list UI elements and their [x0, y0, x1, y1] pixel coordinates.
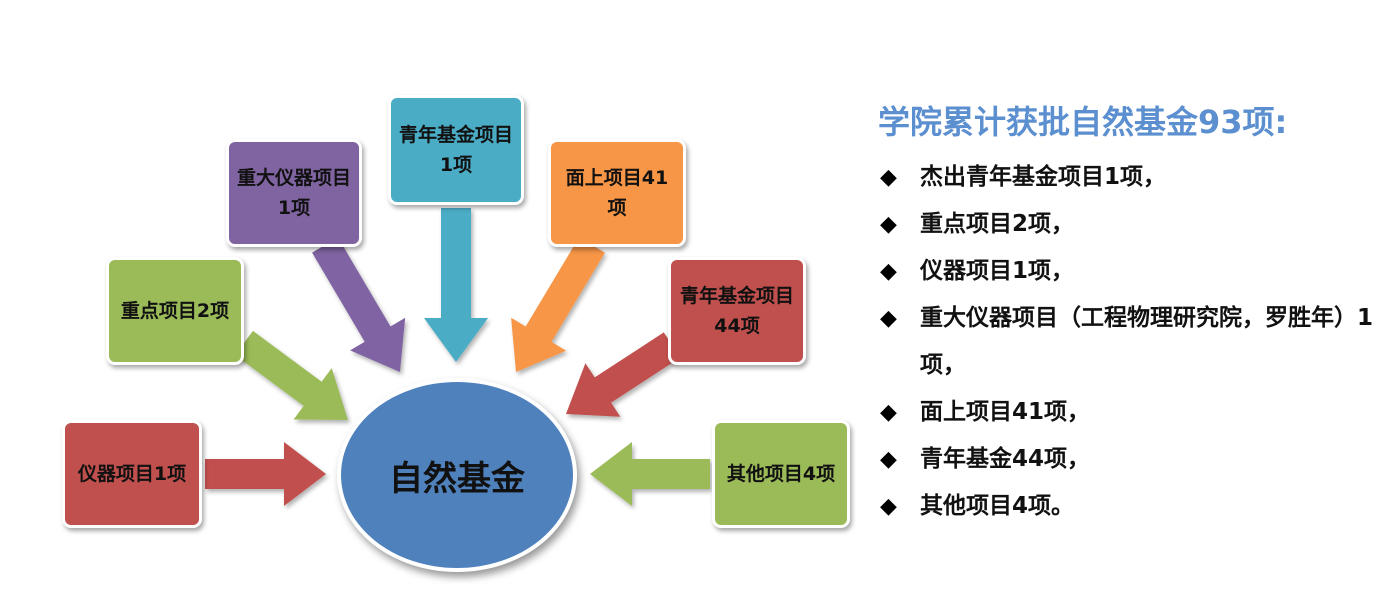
list-item: ◆重大仪器项目（工程物理研究院，罗胜年）1项， — [878, 295, 1388, 389]
box-label: 重点项目2项 — [120, 300, 230, 322]
diagram-arrows — [205, 208, 710, 506]
summary-list: ◆杰出青年基金项目1项， ◆重点项目2项， ◆仪器项目1项， ◆重大仪器项目（工… — [878, 154, 1388, 530]
box-label: 重大仪器项目1项 — [237, 167, 352, 219]
arrow-zhongda — [312, 237, 406, 372]
box-label: 仪器项目1项 — [77, 463, 187, 485]
box-label: 其他项目4项 — [726, 463, 836, 485]
box-zhongdian: 重点项目2项 — [106, 257, 244, 365]
box-label: 面上项目41项 — [565, 167, 669, 219]
box-qingnian-1: 青年基金项目1项 — [388, 95, 524, 205]
diamond-bullet-icon: ◆ — [880, 400, 897, 425]
box-label: 青年基金项目1项 — [399, 124, 514, 176]
list-item: ◆杰出青年基金项目1项， — [878, 154, 1388, 201]
hub-label: 自然基金 — [389, 458, 525, 499]
diamond-bullet-icon: ◆ — [880, 447, 897, 472]
arrow-qingnian1 — [424, 208, 488, 362]
box-label: 青年基金项目44项 — [679, 285, 794, 337]
list-item: ◆重点项目2项， — [878, 201, 1388, 248]
diamond-bullet-icon: ◆ — [880, 259, 897, 284]
arrow-qita — [590, 442, 710, 506]
diamond-bullet-icon: ◆ — [880, 165, 897, 190]
summary-panel: 学院累计获批自然基金93项: ◆杰出青年基金项目1项， ◆重点项目2项， ◆仪器… — [878, 98, 1388, 530]
box-mianshang: 面上项目41项 — [548, 139, 686, 247]
box-qingnian-44: 青年基金项目44项 — [668, 257, 806, 365]
box-qita: 其他项目4项 — [712, 420, 850, 528]
list-item: ◆其他项目4项。 — [878, 483, 1388, 530]
box-yiqi: 仪器项目1项 — [62, 420, 202, 528]
arrow-zhongdian — [235, 330, 348, 420]
hub-ziran-jijin: 自然基金 — [337, 378, 577, 572]
diamond-bullet-icon: ◆ — [880, 494, 897, 519]
box-zhongda-yiqi: 重大仪器项目1项 — [226, 139, 362, 247]
summary-title: 学院累计获批自然基金93项: — [878, 103, 1288, 141]
arrow-qingnian44 — [566, 332, 681, 417]
list-item: ◆青年基金44项， — [878, 436, 1388, 483]
list-item: ◆仪器项目1项， — [878, 248, 1388, 295]
diamond-bullet-icon: ◆ — [880, 212, 897, 237]
list-item: ◆面上项目41项， — [878, 389, 1388, 436]
arrow-yiqi — [205, 442, 326, 506]
diamond-bullet-icon: ◆ — [880, 306, 897, 331]
arrow-mianshang — [511, 237, 605, 372]
